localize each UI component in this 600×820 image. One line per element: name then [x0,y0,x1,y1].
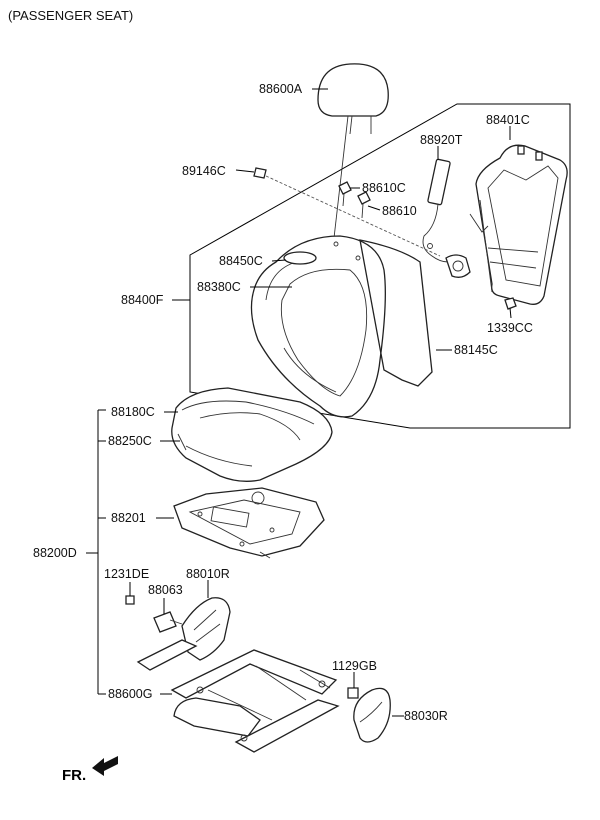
label-88610c: 88610C [362,181,406,195]
label-88380c: 88380C [197,280,241,294]
label-88180c: 88180C [111,405,155,419]
label-1129gb: 1129GB [332,659,377,673]
back-board-part [359,239,433,387]
screw-part [253,167,441,257]
nut-part [504,297,517,310]
label-1339cc: 1339CC [487,321,533,335]
seat-cushion-part [171,387,333,482]
headrest-part [317,63,389,239]
label-88450c: 88450C [219,254,263,268]
label-89146c: 89146C [182,164,226,178]
seatback-cushion-part [250,235,386,418]
bolt-1129gb-part [347,687,359,699]
label-88201: 88201 [111,511,146,525]
label-88250c: 88250C [108,434,152,448]
seatback-group-frame [189,103,571,429]
seat-track-part [136,639,340,753]
bolt-1231de-part [125,595,135,605]
fr-label: FR. [62,767,86,784]
cushion-pan-part [173,487,325,559]
guide-parts [338,181,371,219]
label-88600g: 88600G [108,687,152,701]
shield-part [353,687,391,743]
front-arrow-icon [92,756,118,776]
side-cover-part [181,597,231,661]
label-1231de: 1231DE [104,567,149,581]
label-88600a: 88600A [259,82,303,96]
seatback-frame-part [445,144,568,305]
lever-part [153,611,183,633]
leader-lines [86,88,512,717]
label-88400f: 88400F [121,293,164,307]
label-88063: 88063 [148,583,183,597]
label-88920t: 88920T [420,133,463,147]
label-88200d: 88200D [33,546,77,560]
sensor-part [422,158,451,263]
label-88610: 88610 [382,204,417,218]
page-title: (PASSENGER SEAT) [8,8,133,23]
label-88145c: 88145C [454,343,498,357]
label-88010r: 88010R [186,567,230,581]
label-88401c: 88401C [486,113,530,127]
label-88030r: 88030R [404,709,448,723]
